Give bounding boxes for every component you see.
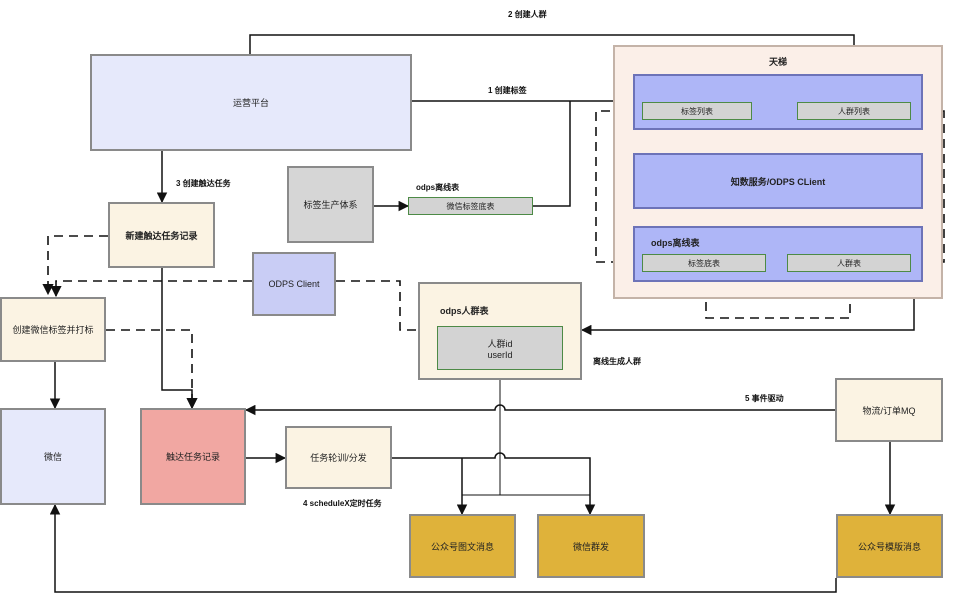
- create-wechat-tag-box: 创建微信标签并打标: [0, 297, 106, 362]
- official-article-label: 公众号图文消息: [430, 541, 494, 552]
- edge-crowd-to-outputs: [499, 380, 590, 496]
- edge-poll-to-outputs: [392, 452, 596, 516]
- crowd-table-box: 人群表: [787, 254, 911, 272]
- edge-dashed-odps-client: [50, 280, 252, 298]
- edge-label-event-driven: 5 事件驱动: [745, 394, 784, 403]
- tag-production-label: 标签生产体系: [303, 200, 358, 210]
- official-article-box: 公众号图文消息: [409, 514, 516, 578]
- tianti-title: 天梯: [768, 57, 787, 67]
- edge-new-to-task: [161, 268, 198, 410]
- tag-base-table-label: 标签底表: [688, 258, 720, 268]
- tag-production-box: 标签生产体系: [287, 166, 374, 243]
- edge-label-create-tag: 1 创建标签: [488, 86, 527, 95]
- edge-label-create-crowd: 2 创建人群: [508, 10, 547, 19]
- edge-dashed-tag-to-task: [106, 329, 198, 410]
- edge-event-driven: [244, 404, 835, 416]
- ops-platform-box: 运营平台: [90, 54, 412, 151]
- task-record-box: 触达任务记录: [140, 408, 246, 505]
- mq-box: 物流/订单MQ: [835, 378, 943, 442]
- task-record-label: 触达任务记录: [165, 452, 220, 462]
- edge-wechat-tag-to-tianti: [533, 101, 571, 207]
- task-poll-box: 任务轮训/分发: [285, 426, 392, 489]
- offline-crowd-label: 离线生成人群: [593, 357, 641, 366]
- create-wechat-tag-label: 创建微信标签并打标: [12, 325, 94, 335]
- wechat-box: 微信: [0, 408, 106, 505]
- crowd-table-label: 人群表: [837, 258, 861, 268]
- edge-label-schedule: 4 scheduleX定时任务: [303, 499, 382, 508]
- odps-client-box: ODPS Client: [252, 252, 336, 316]
- crowd-list-box: 人群列表: [797, 102, 911, 120]
- wechat-tag-table-label: 微信标签底表: [446, 201, 495, 211]
- task-poll-label: 任务轮训/分发: [310, 453, 367, 463]
- crowd-fields-label: 人群id userId: [487, 338, 513, 360]
- edge-label-create-task: 3 创建触达任务: [176, 179, 231, 188]
- official-template-label: 公众号模版消息: [857, 541, 921, 552]
- wechat-group-send-box: 微信群发: [537, 514, 645, 578]
- new-task-record-box: 新建触达任务记录: [108, 202, 215, 268]
- crowd-list-label: 人群列表: [838, 106, 870, 116]
- tag-list-label: 标签列表: [681, 106, 713, 116]
- crowd-fields-box: 人群id userId: [437, 326, 563, 370]
- wechat-group-send-label: 微信群发: [572, 541, 609, 552]
- edge-dashed-new-to-wechat-tag: [42, 235, 108, 296]
- wechat-tag-table-box: 微信标签底表: [408, 197, 533, 215]
- edge-feedback-to-wechat: [49, 503, 837, 593]
- odps-offline-top-label: odps离线表: [651, 238, 700, 248]
- tag-list-box: 标签列表: [642, 102, 752, 120]
- official-template-box: 公众号模版消息: [836, 514, 943, 578]
- mq-label: 物流/订单MQ: [862, 405, 916, 416]
- ops-platform-label: 运营平台: [232, 98, 269, 108]
- odps-client-service-label: 知数服务/ODPS CLient: [730, 176, 826, 187]
- odps-client-label: ODPS Client: [268, 279, 320, 289]
- odps-crowd-table-label: odps人群表: [440, 306, 489, 316]
- tag-base-table-box: 标签底表: [642, 254, 766, 272]
- new-task-record-label: 新建触达任务记录: [125, 230, 198, 241]
- odps-offline-mid-label: odps离线表: [416, 183, 460, 192]
- wechat-label: 微信: [43, 452, 62, 462]
- odps-client-service-box: 知数服务/ODPS CLient: [633, 153, 923, 209]
